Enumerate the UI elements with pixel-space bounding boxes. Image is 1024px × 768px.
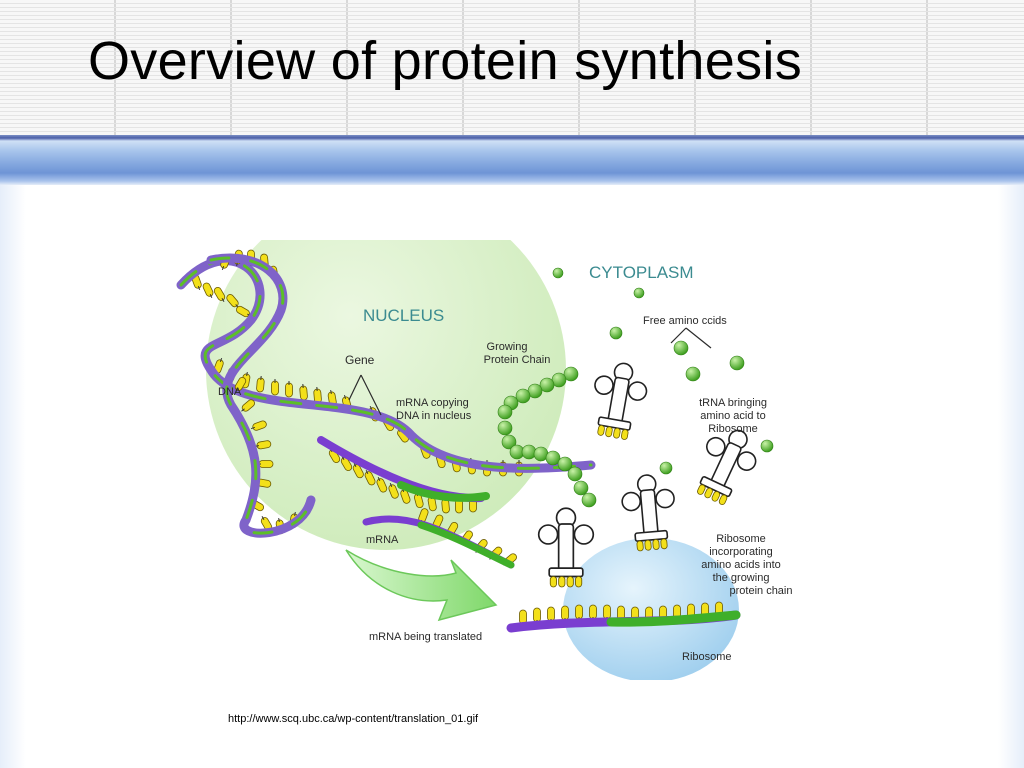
base-pair: [256, 375, 265, 393]
gene-label: Gene: [345, 353, 375, 367]
amino-acid: [609, 326, 623, 340]
slide-title: Overview of protein synthesis: [88, 31, 802, 91]
mrna-copying-label-line1: mRNA copying: [396, 397, 469, 409]
amino-acid: [567, 466, 583, 482]
trna-label-line2: amino acid to: [700, 410, 765, 422]
ribosome-label: Ribosome: [682, 651, 732, 663]
base-pair: [202, 282, 214, 299]
trna-icon: [594, 362, 648, 440]
amino-acid: [573, 480, 589, 496]
base-pair: [352, 462, 364, 479]
amino-acid: [497, 420, 513, 436]
amino-acid: [552, 267, 564, 279]
nucleus-shape: [206, 240, 566, 550]
base-pair: [241, 399, 255, 412]
amino-acid: [539, 377, 555, 393]
growing-label-line2: Protein Chain: [484, 354, 551, 366]
amino-acid: [760, 439, 774, 453]
amino-acid: [633, 287, 645, 299]
incorp-label-line3: amino acids into: [701, 559, 781, 571]
base-pair: [364, 469, 376, 486]
amino-acid: [521, 444, 537, 460]
amino-acid: [673, 340, 689, 356]
amino-acid: [515, 388, 531, 404]
header-band: [0, 135, 1024, 185]
nucleus-label: NUCLEUS: [363, 306, 444, 325]
amino-acid: [497, 404, 513, 420]
trna-icon: [621, 474, 675, 552]
cytoplasm-label: CYTOPLASM: [589, 263, 694, 282]
amino-acid: [659, 461, 673, 475]
amino-acid: [501, 434, 517, 450]
mrna-translated-label: mRNA being translated: [369, 631, 482, 643]
image-source-caption: http://www.scq.ubc.ca/wp-content/transla…: [228, 713, 479, 725]
base-pair: [250, 420, 267, 431]
base-pair: [388, 482, 399, 499]
mrna-nucleus-bases: [328, 448, 477, 514]
header-background: [0, 0, 1024, 135]
amino-acid: [545, 450, 561, 466]
incorp-label-line4: the growing: [713, 572, 770, 584]
free-amino-label: Free amino ccids: [643, 315, 727, 327]
trna-icon: [697, 429, 757, 506]
pointer-lines: [348, 327, 712, 416]
base-pair: [285, 381, 293, 398]
base-pair: [213, 287, 226, 302]
amino-acid: [685, 366, 701, 382]
mrna-label: mRNA: [366, 534, 399, 546]
amino-acid: [581, 492, 597, 508]
dna-label: DNA: [218, 386, 242, 398]
trna-molecules: [537, 362, 757, 588]
growing-label-line1: Growing: [487, 341, 528, 353]
protein-synthesis-diagram: CYTOPLASM NUCLEUS Gene DNA mRNA copying …: [171, 240, 811, 680]
incorp-label-line2: incorporating: [709, 546, 773, 558]
growing-protein-chain: [497, 366, 597, 508]
amino-acid: [557, 456, 573, 472]
trna-icon: [537, 507, 595, 588]
base-pair: [376, 476, 388, 493]
free-amino-acids: [552, 267, 774, 475]
trna-label-line1: tRNA bringing: [699, 397, 767, 409]
base-pair: [271, 379, 279, 396]
base-pair: [234, 377, 247, 392]
trna-label-line3: Ribosome: [708, 423, 758, 435]
mrna-copying-label-line2: DNA in nucleus: [396, 410, 472, 422]
incorp-label-line5: protein chain: [730, 585, 793, 597]
incorp-label-line1: Ribosome: [716, 533, 766, 545]
transport-arrow: [345, 549, 498, 622]
amino-acid: [563, 366, 579, 382]
amino-acid: [729, 355, 745, 371]
